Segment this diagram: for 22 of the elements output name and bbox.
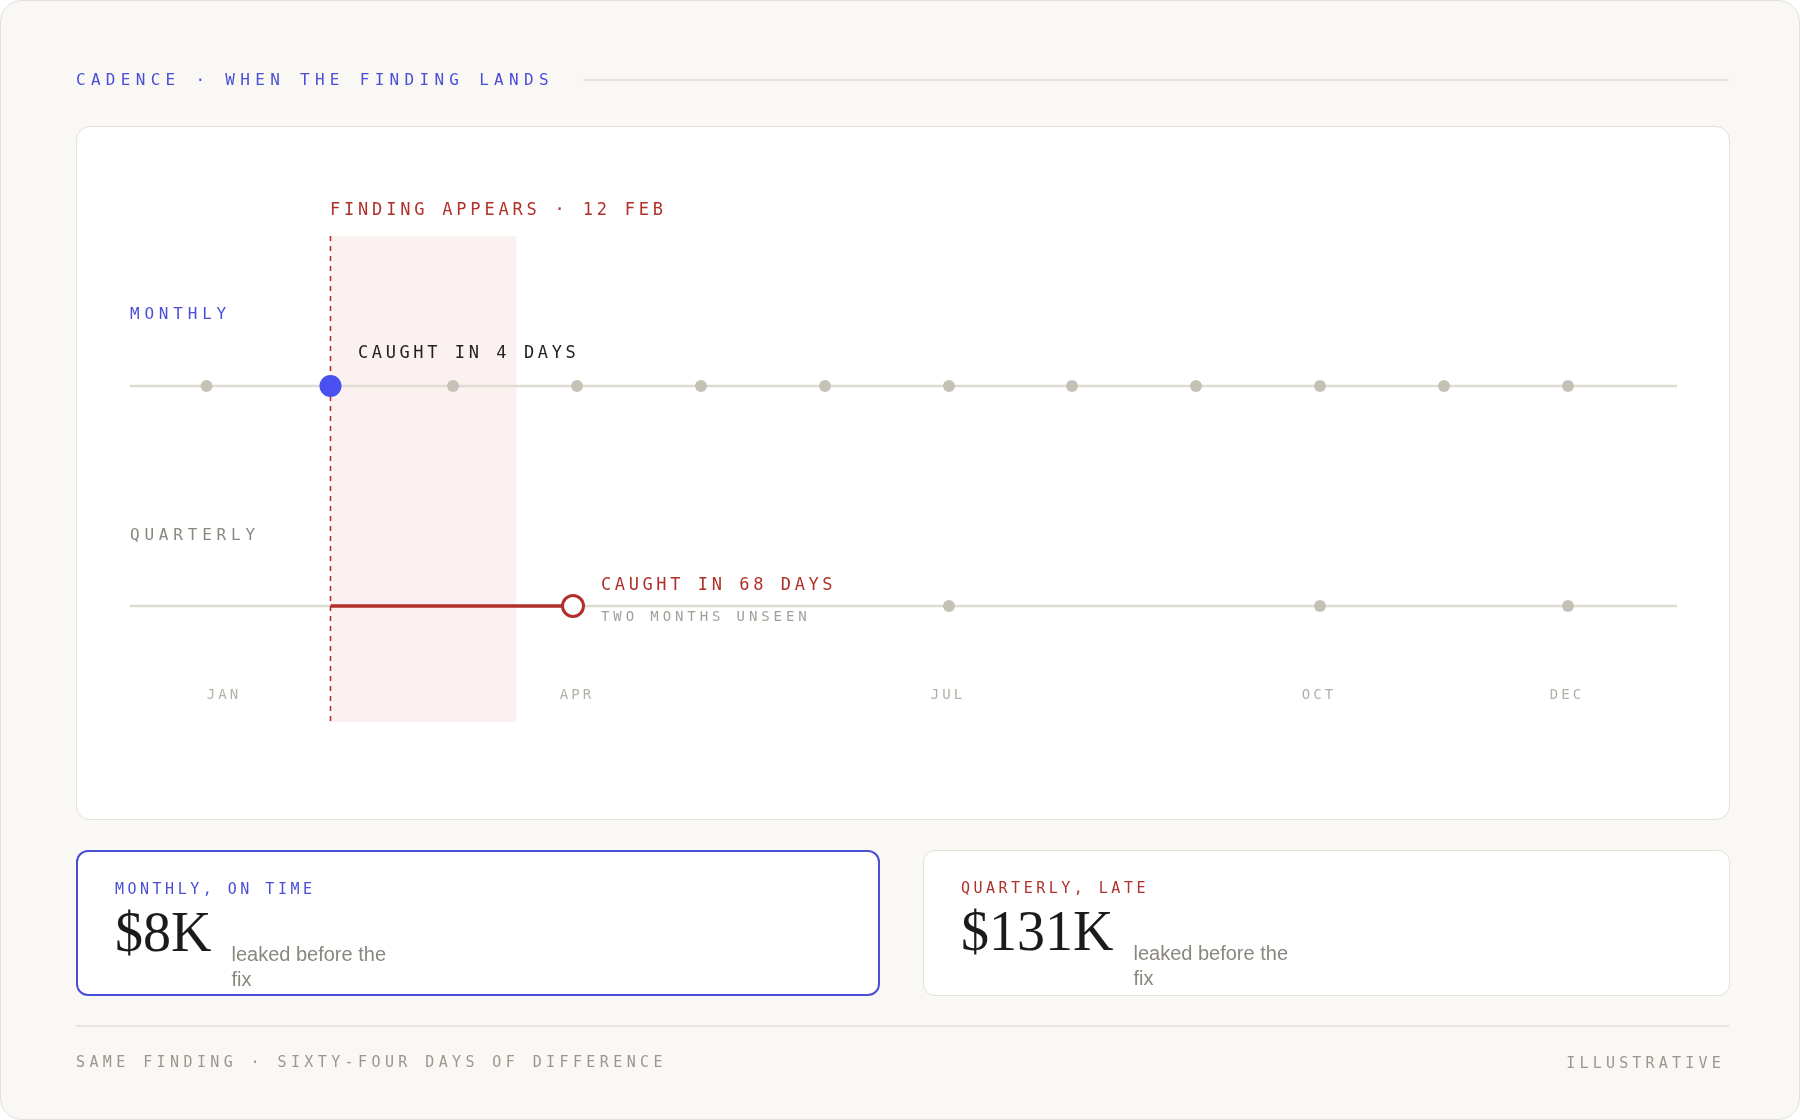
- month-label: JUL: [930, 687, 966, 701]
- stat-value: $8K: [115, 904, 212, 960]
- month-label: OCT: [1301, 687, 1337, 701]
- stat-description: leaked before the fix: [1133, 941, 1289, 991]
- card-heading: QUARTERLY, LATE: [961, 881, 1149, 896]
- month-label: DEC: [1549, 687, 1585, 701]
- stat-value: $131K: [961, 903, 1114, 959]
- event-label: FINDING APPEARS · 12 FEB: [330, 200, 667, 218]
- caption: SAME FINDING · SIXTY-FOUR DAYS OF DIFFERENCE: [76, 1055, 667, 1070]
- stat-description: leaked before the fix: [231, 942, 387, 992]
- row-label: MONTHLY: [130, 306, 232, 322]
- section-title: CADENCE · WHEN THE FINDING LANDS: [76, 72, 554, 88]
- sub-note: TWO MONTHS UNSEEN: [601, 609, 811, 623]
- month-label: APR: [559, 687, 595, 701]
- card-heading: MONTHLY, ON TIME: [115, 882, 316, 897]
- callout-text: CAUGHT IN 68 DAYS: [601, 575, 837, 593]
- stat-card: [76, 850, 880, 996]
- row-label: QUARTERLY: [130, 527, 260, 543]
- month-label: JAN: [206, 687, 242, 701]
- stat-card: [923, 850, 1730, 996]
- callout-text: CAUGHT IN 4 DAYS: [358, 343, 580, 361]
- note: ILLUSTRATIVE: [1566, 1055, 1725, 1071]
